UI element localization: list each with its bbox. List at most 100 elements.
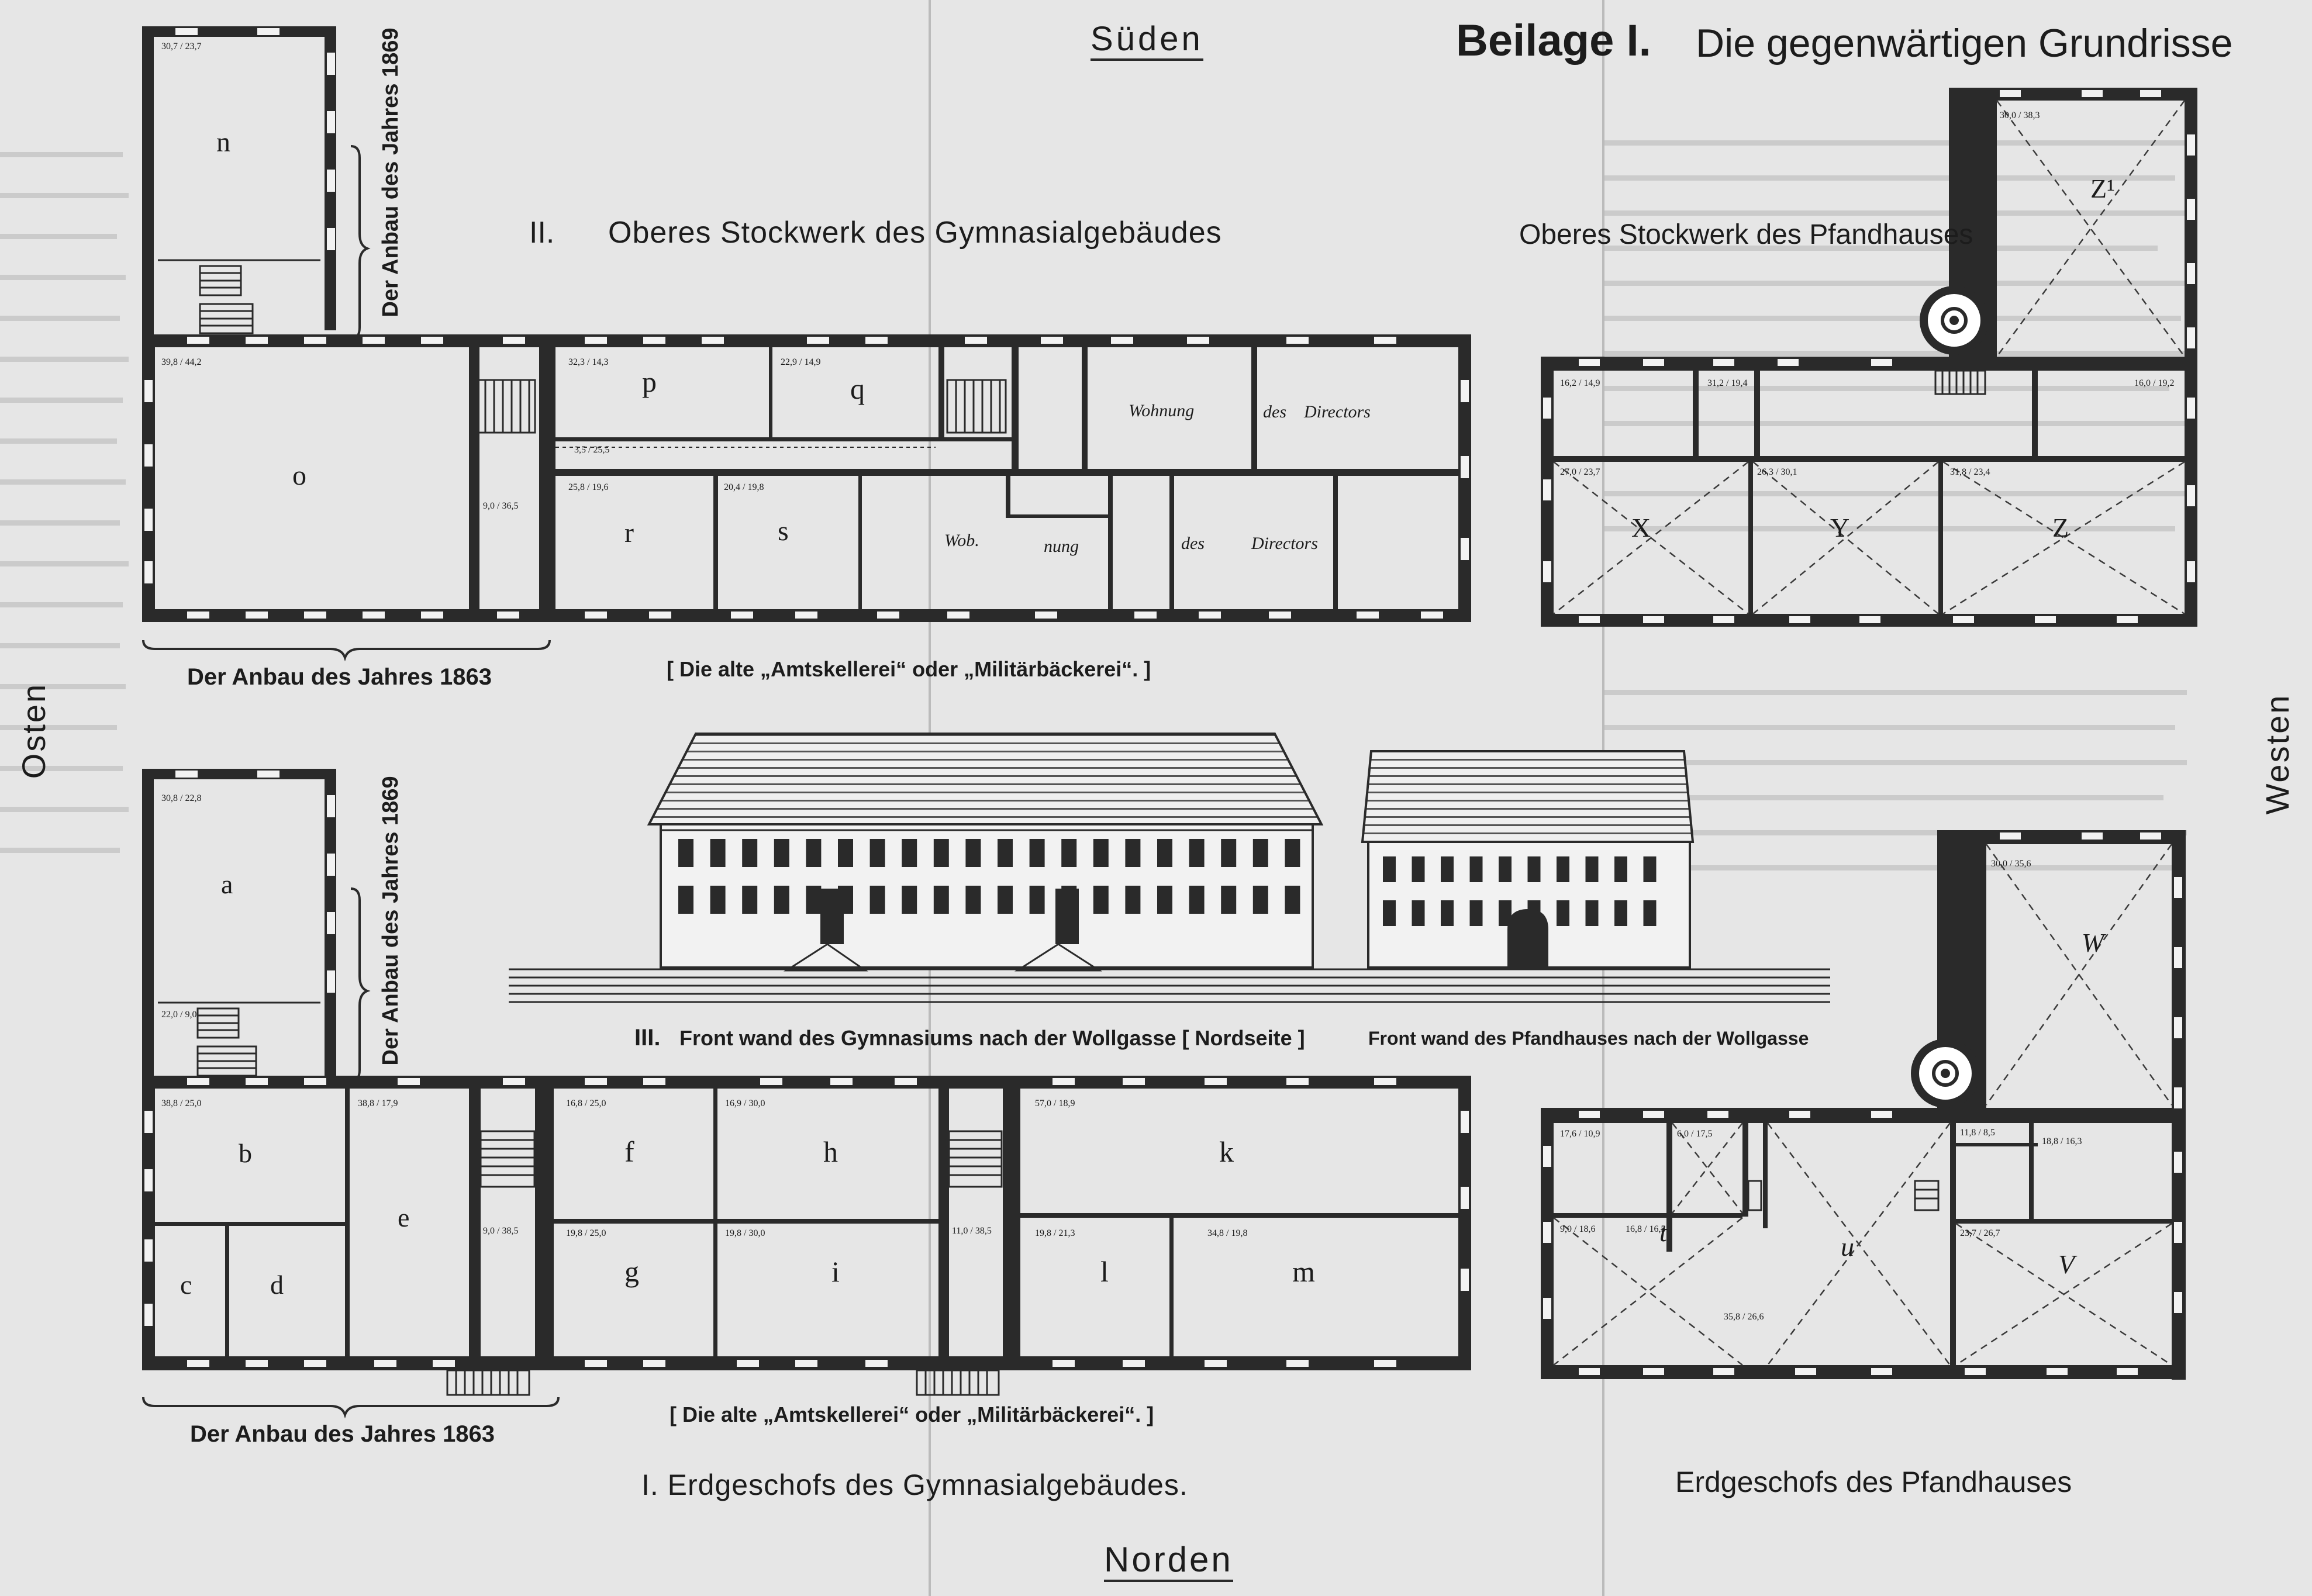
- dim-h: 16,9 / 30,0: [725, 1098, 765, 1108]
- dim-v3: 23,7 / 26,7: [1960, 1228, 2000, 1238]
- ground-pfand-vaults: [1553, 844, 2173, 1366]
- elevation-window: [1285, 839, 1300, 867]
- room-directors-bottom: Directors: [1251, 534, 1318, 553]
- elevation-window: [1557, 900, 1569, 926]
- room-v: V: [2058, 1249, 2075, 1279]
- room-i: i: [831, 1255, 840, 1288]
- room-x: X: [1631, 513, 1651, 543]
- elevation-window: [1252, 886, 1268, 914]
- room-r: r: [624, 517, 634, 548]
- upper-annex-1869-label: Der Anbau des Jahres 1869: [378, 27, 403, 317]
- ground-annex-1869-label: Der Anbau des Jahres 1869: [378, 776, 403, 1066]
- front-elevation-gym: [647, 733, 1324, 972]
- dim-v1: 11,8 / 8,5: [1960, 1128, 1995, 1138]
- elevation-window: [1557, 856, 1569, 882]
- elevation-window: [1527, 856, 1541, 882]
- room-u: u: [1841, 1232, 1854, 1262]
- elevation-window: [678, 886, 693, 914]
- upper-gym-title: Oberes Stockwerk des Gymnasialgebäudes: [608, 216, 1222, 250]
- dim-x: 27,0 / 23,7: [1560, 467, 1600, 477]
- front-pfand-title: Front wand des Pfandhauses nach der Woll…: [1368, 1028, 1809, 1049]
- elevation-window: [1383, 900, 1396, 926]
- front-elevation-pfand: [1361, 750, 1695, 969]
- upper-pfand-tower: [1920, 286, 1989, 395]
- elevation-window: [1093, 886, 1109, 914]
- gym-front-windows: [678, 839, 1300, 914]
- upper-annex-braces: [142, 145, 551, 662]
- elevation-window: [1643, 900, 1657, 926]
- elevation-window: [1412, 856, 1425, 882]
- dim-v2: 18,8 / 16,3: [2042, 1136, 2082, 1146]
- upper-pfand-title: Oberes Stockwerk des Pfandhauses: [1519, 219, 1973, 250]
- room-f: f: [624, 1135, 634, 1168]
- upper-gym-stairs: [158, 259, 1007, 448]
- dim-pass-l: 9,0 / 36,5: [483, 501, 519, 511]
- room-b: b: [239, 1138, 252, 1168]
- upper-gym-windows: [144, 28, 1469, 619]
- dim-ux2: 31,2 / 19,4: [1707, 378, 1748, 388]
- dim-ux3: 16,0 / 19,2: [2134, 378, 2175, 388]
- compass-east: Osten: [15, 682, 52, 779]
- dim-ux1: 16,2 / 14,9: [1560, 378, 1600, 388]
- dim-t3: 16,8 / 16,5: [1626, 1224, 1666, 1234]
- room-directors-top: Directors: [1304, 402, 1371, 422]
- elevation-window: [902, 886, 917, 914]
- room-g: g: [624, 1255, 639, 1288]
- dim-u: 35,8 / 26,6: [1724, 1312, 1764, 1322]
- dim-z: 31,8 / 23,4: [1950, 467, 1990, 477]
- room-wohnung-top: Wohnung: [1129, 401, 1195, 420]
- dim-o: 39,8 / 44,2: [161, 357, 202, 367]
- dim-m: 34,8 / 19,8: [1207, 1228, 1248, 1238]
- elevation-window: [869, 839, 885, 867]
- dim-pass-g2: 11,0 / 38,5: [952, 1226, 992, 1236]
- ground-gym-windows: [144, 771, 1469, 1367]
- elevation-window: [806, 886, 822, 914]
- dim-e: 38,8 / 17,9: [358, 1098, 398, 1108]
- elevation-window: [1585, 856, 1599, 882]
- ground-pfand-windows: [1543, 832, 2182, 1375]
- room-nung: nung: [1044, 537, 1079, 556]
- elevation-window: [1061, 839, 1077, 867]
- room-des-top: des: [1263, 402, 1286, 422]
- dim-w: 30,0 / 35,6: [1991, 859, 2031, 869]
- dim-i: 19,8 / 30,0: [725, 1228, 765, 1238]
- room-des-bottom: des: [1181, 534, 1205, 553]
- elevation-window: [1221, 839, 1237, 867]
- elevation-window: [869, 886, 885, 914]
- upper-gym-subtitle: [ Die alte „Amtskellerei“ oder „Militärb…: [667, 657, 1151, 681]
- front-title-num: III.: [634, 1025, 661, 1051]
- elevation-window: [933, 886, 949, 914]
- upper-gym-title-num: II.: [529, 216, 555, 250]
- room-m: m: [1292, 1255, 1315, 1288]
- room-d: d: [270, 1270, 284, 1300]
- dim-a2: 22,0 / 9,0: [161, 1010, 197, 1020]
- elevation-window: [1643, 856, 1657, 882]
- dim-r: 25,8 / 19,6: [568, 482, 609, 492]
- elevation-window: [1221, 886, 1237, 914]
- elevation-window: [933, 839, 949, 867]
- room-c: c: [180, 1270, 192, 1300]
- elevation-window: [1093, 839, 1109, 867]
- room-wob: Wob.: [944, 531, 979, 550]
- elevation-window: [1029, 839, 1045, 867]
- elevation-window: [1252, 839, 1268, 867]
- elevation-window: [806, 839, 822, 867]
- dim-pass-u: 3,5 / 25,5: [574, 445, 610, 455]
- upper-annex-1863-label: Der Anbau des Jahres 1863: [187, 664, 492, 690]
- dim-n: 30,7 / 23,7: [161, 42, 202, 51]
- elevation-window: [1614, 856, 1627, 882]
- compass-west: Westen: [2259, 693, 2296, 815]
- room-n: n: [216, 127, 230, 158]
- dim-t1: 17,6 / 10,9: [1560, 1129, 1600, 1139]
- elevation-window: [1157, 886, 1172, 914]
- elevation-window: [1412, 900, 1425, 926]
- ground-pfand-tower: [1747, 1039, 1980, 1211]
- room-a: a: [221, 869, 233, 899]
- dim-z1: 30,0 / 38,3: [2000, 110, 2040, 120]
- dim-b: 38,8 / 25,0: [161, 1098, 202, 1108]
- compass-north: Norden: [1104, 1542, 1233, 1582]
- room-h: h: [823, 1135, 838, 1168]
- elevation-window: [1585, 900, 1599, 926]
